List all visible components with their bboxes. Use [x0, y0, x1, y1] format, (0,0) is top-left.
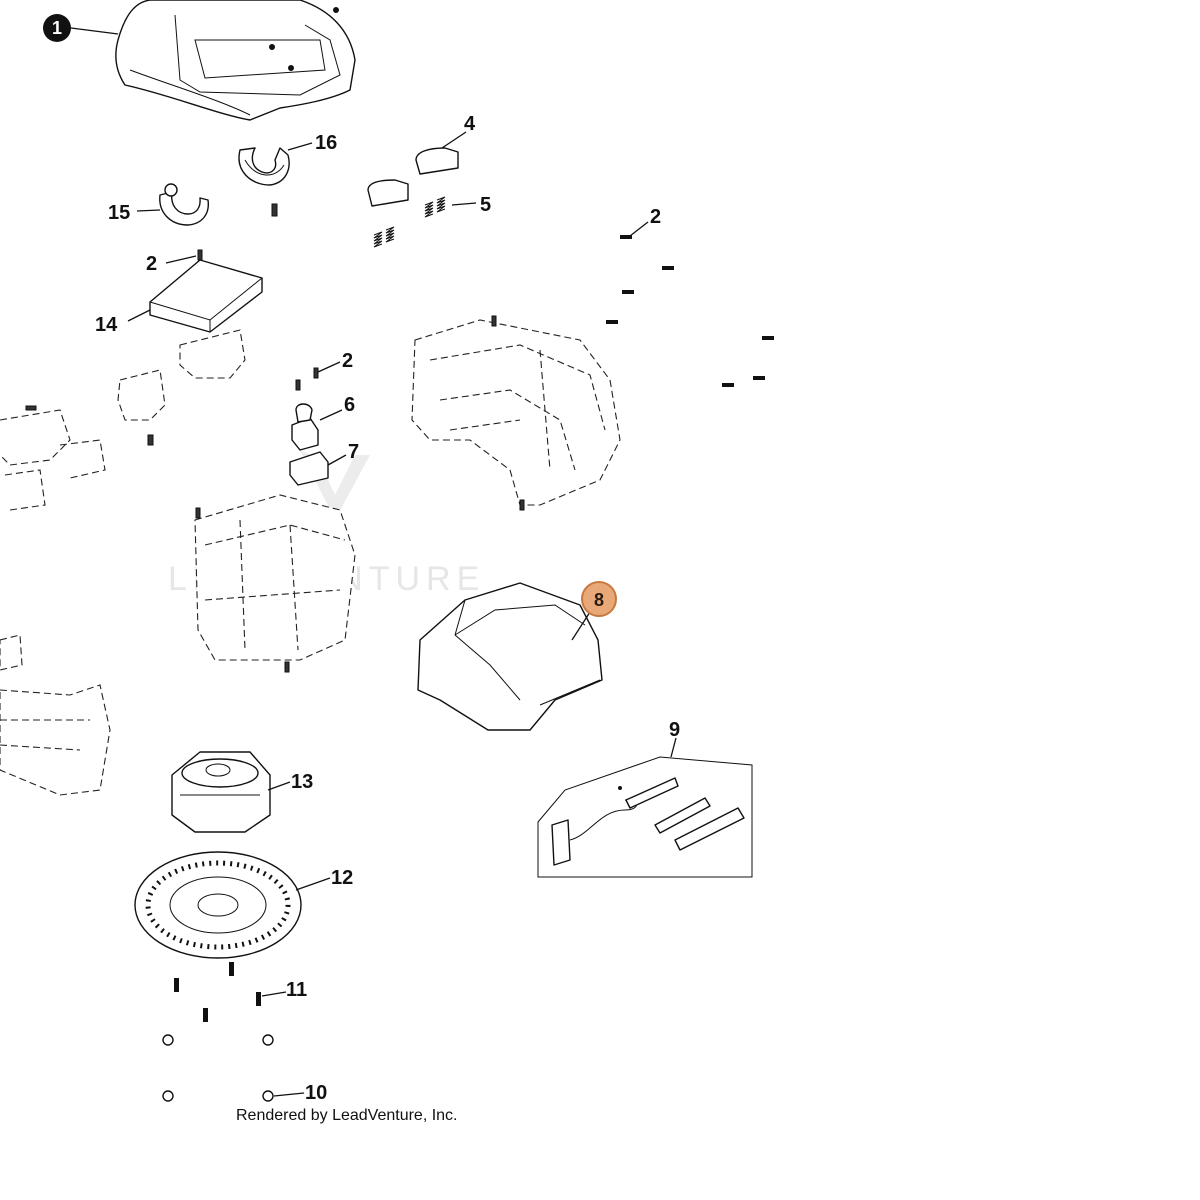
callout-11: 11: [286, 979, 307, 1001]
callout-15: 15: [108, 202, 130, 224]
ghost-lower-body: [0, 634, 111, 796]
callout-9: 9: [669, 719, 680, 741]
part-12-blade-disc[interactable]: 12: [134, 851, 353, 959]
callout-10: 10: [305, 1082, 327, 1104]
svg-text:1: 1: [52, 18, 62, 38]
part-1-top-housing[interactable]: [115, 0, 356, 121]
callout-4: 4: [464, 113, 476, 135]
callout-6: 6: [344, 394, 355, 416]
part-15-clip[interactable]: 15: [108, 183, 278, 226]
svg-text:8: 8: [594, 590, 604, 610]
part-11-screws[interactable]: 11: [174, 962, 307, 1022]
part-13-motor[interactable]: 13: [171, 751, 313, 833]
part-6-switch[interactable]: 6: [291, 394, 355, 451]
part-5-springs[interactable]: 5: [373, 194, 491, 248]
callout-5: 5: [480, 194, 491, 216]
ghost-frame-chassis: [411, 315, 621, 511]
callout-14: 14: [95, 314, 118, 336]
callout-12: 12: [331, 867, 353, 889]
callout-13: 13: [291, 771, 313, 793]
part-8-cover[interactable]: [417, 582, 603, 731]
part-7-connector[interactable]: 7: [289, 441, 359, 486]
part-16-grip[interactable]: 16: [238, 132, 337, 186]
callout-2b: 2: [146, 253, 157, 275]
callout-2c: 2: [342, 350, 353, 372]
callout-2a: 2: [650, 206, 661, 228]
ghost-battery-housing: [194, 494, 356, 673]
part-9-light-kit[interactable]: 9: [537, 719, 753, 878]
callout-7: 7: [348, 441, 359, 463]
part-2-screws-right[interactable]: 2: [606, 206, 774, 387]
part-14-module[interactable]: 14 2: [95, 249, 263, 336]
part-4-buttons[interactable]: 4: [367, 113, 476, 207]
part-10-nuts[interactable]: 10: [162, 1034, 327, 1104]
callout-1[interactable]: 1: [43, 14, 119, 42]
callout-8-highlight: [581, 581, 617, 617]
part-2-screws-middle[interactable]: 2: [295, 350, 353, 391]
credit-text: Rendered by LeadVenture, Inc.: [236, 1107, 458, 1124]
callout-8[interactable]: 8: [571, 581, 617, 641]
callout-16: 16: [315, 132, 337, 154]
bracket-assembly-left: [0, 329, 246, 511]
